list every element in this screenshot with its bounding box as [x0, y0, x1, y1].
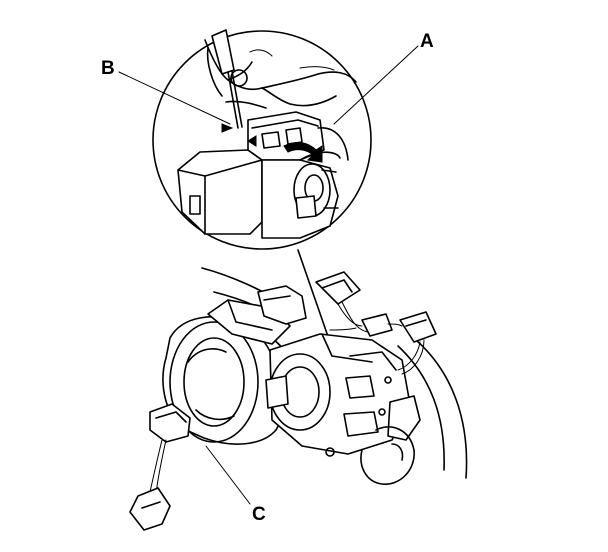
screwdriver: [211, 29, 248, 129]
cable-reel-ring: [162, 316, 295, 445]
callout-c-group: C: [205, 445, 266, 525]
callout-label-b: B: [101, 58, 115, 79]
callout-c-leader: [205, 445, 251, 505]
callout-a-leader: [333, 45, 419, 125]
cable-reel-assembly: [129, 267, 468, 531]
switch-body: [265, 333, 411, 457]
detail-magnifier: [152, 29, 372, 250]
callout-a-group: A: [333, 31, 434, 125]
top-clip-block: [207, 285, 307, 345]
lower-left-connector: [129, 403, 191, 531]
rotation-arrow: [283, 142, 323, 163]
tab-pointer-arrows: [221, 123, 257, 147]
callout-label-c: C: [252, 504, 266, 525]
detail-leader-line: [297, 249, 333, 349]
callout-b-group: B: [101, 58, 231, 125]
wire-connectors: [315, 271, 437, 375]
callout-label-a: A: [420, 31, 434, 52]
callout-b-leader: [118, 71, 231, 125]
detail-circle-outline: [152, 30, 372, 250]
detail-housing: [177, 111, 349, 239]
lower-bracket: [360, 395, 421, 485]
